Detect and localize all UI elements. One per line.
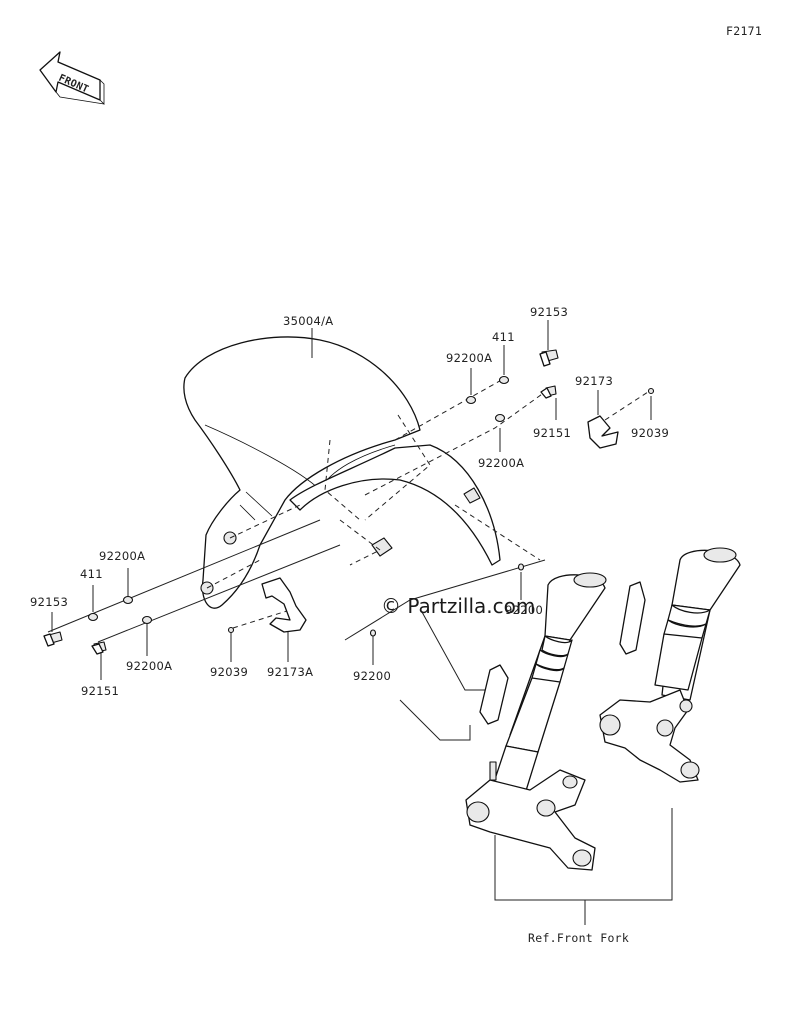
assembly-lines [206, 377, 649, 629]
label-washer-a-right: 92200A [478, 456, 524, 470]
part-labels: 35004/A 92153 411 92200A 92173 92151 920… [30, 305, 669, 945]
label-fork-ref: Ref.Front Fork [528, 931, 629, 945]
leader-lines [47, 320, 673, 925]
watermark-text: © Partzilla.com [381, 594, 535, 618]
label-fender: 35004/A [283, 314, 333, 328]
screw-icon [227, 626, 235, 634]
figure-code: F2171 [726, 24, 762, 38]
label-washer-top-right: 411 [492, 330, 515, 344]
front-arrow-icon: FRONT [39, 51, 105, 105]
hardware-parts [43, 349, 655, 655]
label-bolt-left: 92153 [30, 595, 68, 609]
label-washer-left: 411 [80, 567, 103, 581]
nut-icon [369, 629, 377, 637]
label-nut-center: 92200 [353, 669, 391, 683]
washer-icon [87, 612, 99, 622]
clamp-icon [261, 577, 307, 633]
clamp-icon [587, 415, 619, 449]
bolt-icon [540, 385, 557, 399]
label-screw-left: 92039 [210, 665, 248, 679]
label-nut-right: 92200 [505, 603, 543, 617]
front-fork-assembly [465, 547, 741, 871]
screw-icon [647, 387, 655, 395]
washer-icon [494, 413, 506, 423]
bolt-icon [91, 641, 107, 655]
front-fender [183, 336, 501, 609]
washer-icon [122, 595, 134, 605]
label-bolt-right: 92151 [533, 426, 571, 440]
washer-icon [465, 395, 477, 405]
watermark: © Partzilla.com [381, 594, 535, 618]
label-washer-a-top: 92200A [446, 351, 492, 365]
nut-icon [517, 563, 525, 571]
label-washer-a-left-lower: 92200A [126, 659, 172, 673]
washer-icon [498, 375, 510, 385]
bolt-icon [539, 349, 559, 367]
label-clamp-right: 92173 [575, 374, 613, 388]
label-washer-a-left-upper: 92200A [99, 549, 145, 563]
bolt-icon [43, 631, 63, 647]
label-screw-right: 92039 [631, 426, 669, 440]
label-bolt-left-lower: 92151 [81, 684, 119, 698]
washer-icon [141, 615, 153, 625]
label-bolt-top-right: 92153 [530, 305, 568, 319]
label-clamp-left: 92173A [267, 665, 313, 679]
